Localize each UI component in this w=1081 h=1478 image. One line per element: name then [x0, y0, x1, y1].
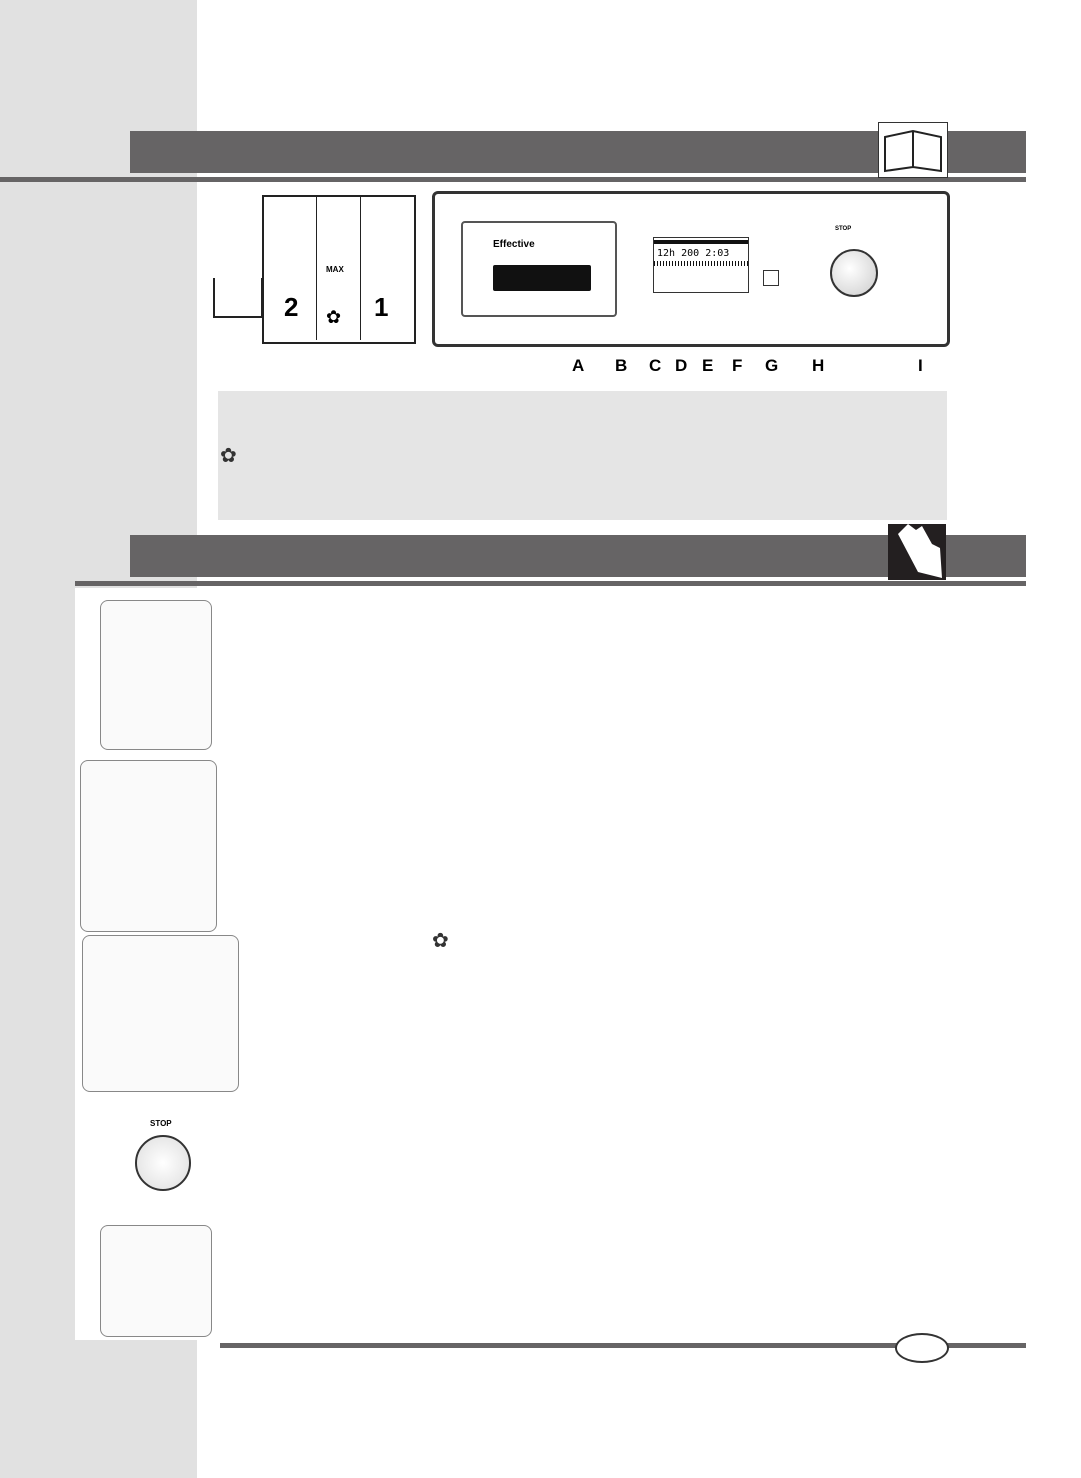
dial-stop-label: STOP [150, 1119, 172, 1128]
detergent-drawer: Effective [461, 221, 617, 317]
detergent-drawer-illustration [82, 935, 239, 1092]
flower-icon: ✿ [326, 307, 342, 327]
hand-icon [888, 524, 946, 580]
callout-c: C [649, 356, 662, 375]
brand-label: Effective [493, 239, 535, 250]
open-book-icon [878, 122, 948, 178]
start-button[interactable] [763, 270, 779, 286]
callout-e: E [702, 356, 714, 375]
time-readout: 2:03 [705, 248, 730, 259]
callout-a: A [572, 356, 585, 375]
section-header-band-2 [130, 535, 1026, 577]
flower-icon: ✿ [220, 445, 237, 467]
footer-rule [220, 1343, 1026, 1348]
measuring-cup [213, 278, 263, 318]
note-box: ✿ [218, 391, 947, 520]
callout-d: D [675, 356, 688, 375]
start-button-press-illustration [100, 1225, 212, 1337]
garment-pockets-illustration [100, 600, 212, 750]
programme-dial[interactable] [830, 249, 878, 297]
max-label: MAX [326, 265, 344, 274]
page-number-oval [895, 1333, 949, 1363]
loading-drum-illustration [80, 760, 217, 932]
spin-readout: 200 [681, 248, 700, 259]
callout-g: G [765, 356, 779, 375]
callout-i: I [918, 356, 923, 375]
dial-stop-label: STOP [835, 226, 852, 232]
flower-icon: ✿ [432, 930, 449, 952]
callout-b: B [615, 356, 628, 375]
detergent-dispenser-diagram: 2 MAX ✿ 1 [262, 195, 416, 344]
delay-readout: 12h [657, 248, 676, 259]
lcd-display: 12h 200 2:03 [653, 237, 749, 293]
compartment-1-label: 1 [374, 292, 389, 322]
programme-dial-illustration: STOP [95, 1115, 205, 1210]
control-panel-diagram: Effective 12h 200 2:03 STOP [432, 191, 950, 347]
section-rule-1 [0, 177, 1026, 182]
callout-h: H [812, 356, 825, 375]
section-header-band-1 [130, 131, 1026, 173]
callout-f: F [732, 356, 743, 375]
section-rule-2 [75, 581, 1026, 586]
compartment-2-label: 2 [284, 292, 299, 322]
